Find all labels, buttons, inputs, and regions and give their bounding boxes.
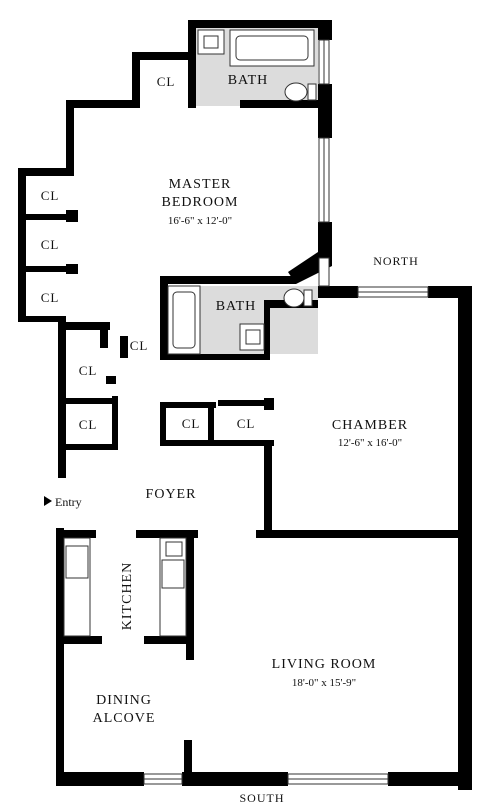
kitchen-sink (161, 559, 185, 589)
master-toilet (284, 82, 308, 102)
chamber-label: CHAMBER (332, 418, 408, 433)
living-room-label: LIVING ROOM (272, 657, 377, 672)
walls (18, 20, 472, 790)
foyer-label: FOYER (146, 487, 197, 502)
master-bath-fixtures (197, 29, 317, 102)
master-bedroom-label-2: BEDROOM (161, 195, 238, 210)
master-bedroom-dims: 16'-6" x 12'-0" (168, 215, 232, 227)
windows (143, 39, 429, 785)
second-bath-label: BATH (216, 299, 257, 314)
closet-label-4: CL (130, 338, 149, 353)
closet-label-1: CL (41, 188, 60, 203)
second-bath-fixtures (167, 285, 313, 355)
living-room-dims: 18'-0" x 15'-9" (292, 677, 356, 689)
kitchen-range (65, 545, 89, 579)
entry-arrow-icon (44, 496, 52, 506)
kitchen-fixtures (63, 537, 187, 637)
south-label: SOUTH (239, 791, 284, 805)
north-label: NORTH (373, 254, 419, 268)
closet-label-8: CL (237, 416, 256, 431)
chamber-dims: 12'-6" x 16'-0" (338, 437, 402, 449)
master-bedroom-label-1: MASTER (169, 177, 232, 192)
master-bath-label: BATH (228, 73, 269, 88)
dining-label-1: DINING (96, 693, 152, 708)
second-toilet (283, 288, 305, 308)
entry-label: Entry (55, 495, 82, 509)
dining-label-2: ALCOVE (93, 711, 156, 726)
master-bath-closet-label: CL (157, 74, 176, 89)
kitchen-label: KITCHEN (120, 562, 135, 630)
closet-label-2: CL (41, 237, 60, 252)
closet-label-6: CL (79, 417, 98, 432)
closet-label-5: CL (79, 363, 98, 378)
closet-label-7: CL (182, 416, 201, 431)
closet-label-3: CL (41, 290, 60, 305)
